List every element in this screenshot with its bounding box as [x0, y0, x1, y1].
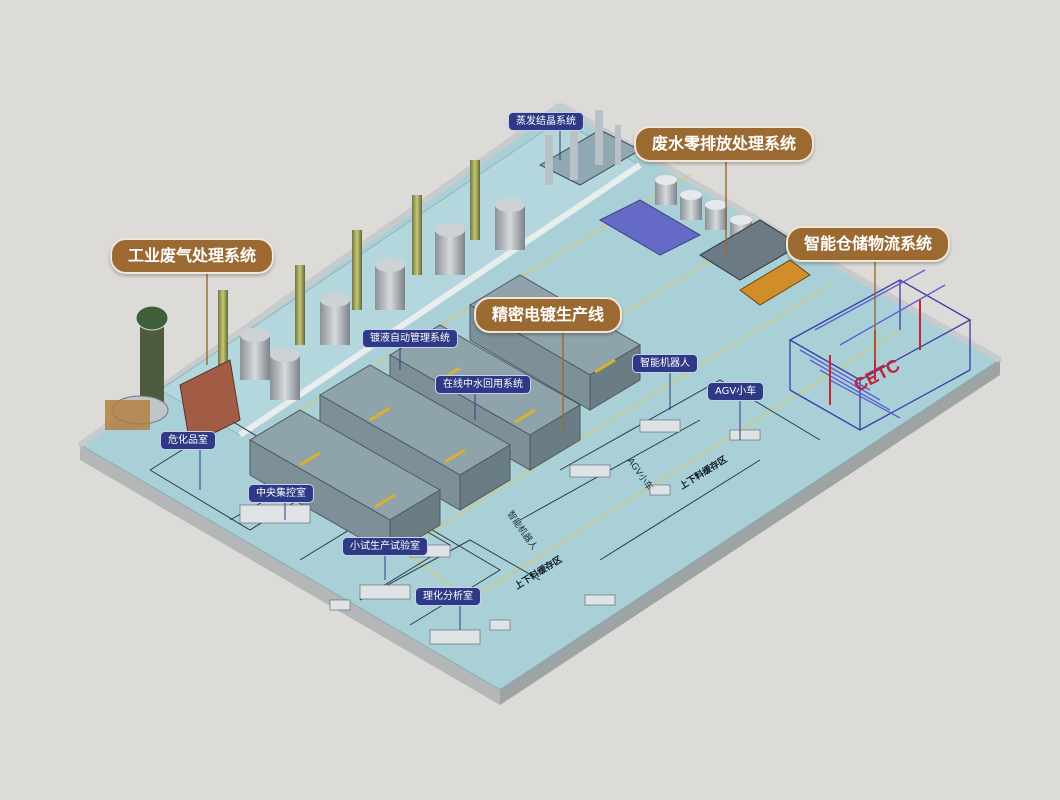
- exhaust-towers: [218, 160, 525, 400]
- tag-analysis-room: 理化分析室: [415, 587, 481, 606]
- callout-warehouse-system: 智能仓储物流系统: [786, 226, 951, 262]
- leader-lines: [206, 158, 876, 430]
- callout-zero-discharge-system: 废水零排放处理系统: [634, 126, 815, 162]
- workstations: [239, 419, 761, 645]
- tag-control-room: 中央集控室: [248, 484, 314, 503]
- exhaust-tower-1: [218, 290, 300, 400]
- tag-robot: 智能机器人: [632, 354, 698, 373]
- tag-evaporation: 蒸发结晶系统: [508, 112, 584, 131]
- exhaust-tower-2: [295, 265, 350, 345]
- warehouse-racks: [788, 269, 972, 431]
- tag-leader-lines: [199, 128, 741, 630]
- tag-pilot-lab: 小试生产试验室: [342, 537, 428, 556]
- evaporation-crystallizer: [538, 110, 642, 186]
- zero-discharge-tanks: [598, 175, 811, 306]
- exhaust-tower-3: [352, 230, 405, 310]
- exhaust-tower-4: [412, 195, 465, 275]
- tag-water-reuse: 在线中水回用系统: [435, 375, 531, 394]
- tag-agv: AGV小车: [707, 382, 765, 401]
- tag-hazmat: 危化品室: [160, 431, 216, 450]
- exhaust-tower-5: [470, 160, 525, 250]
- incinerator-unit: [105, 305, 241, 446]
- callout-plating-line: 精密电镀生产线: [474, 297, 623, 333]
- tag-plating-solution: 镀液自动管理系统: [362, 329, 458, 348]
- callout-exhaust-gas-system: 工业废气处理系统: [110, 238, 275, 274]
